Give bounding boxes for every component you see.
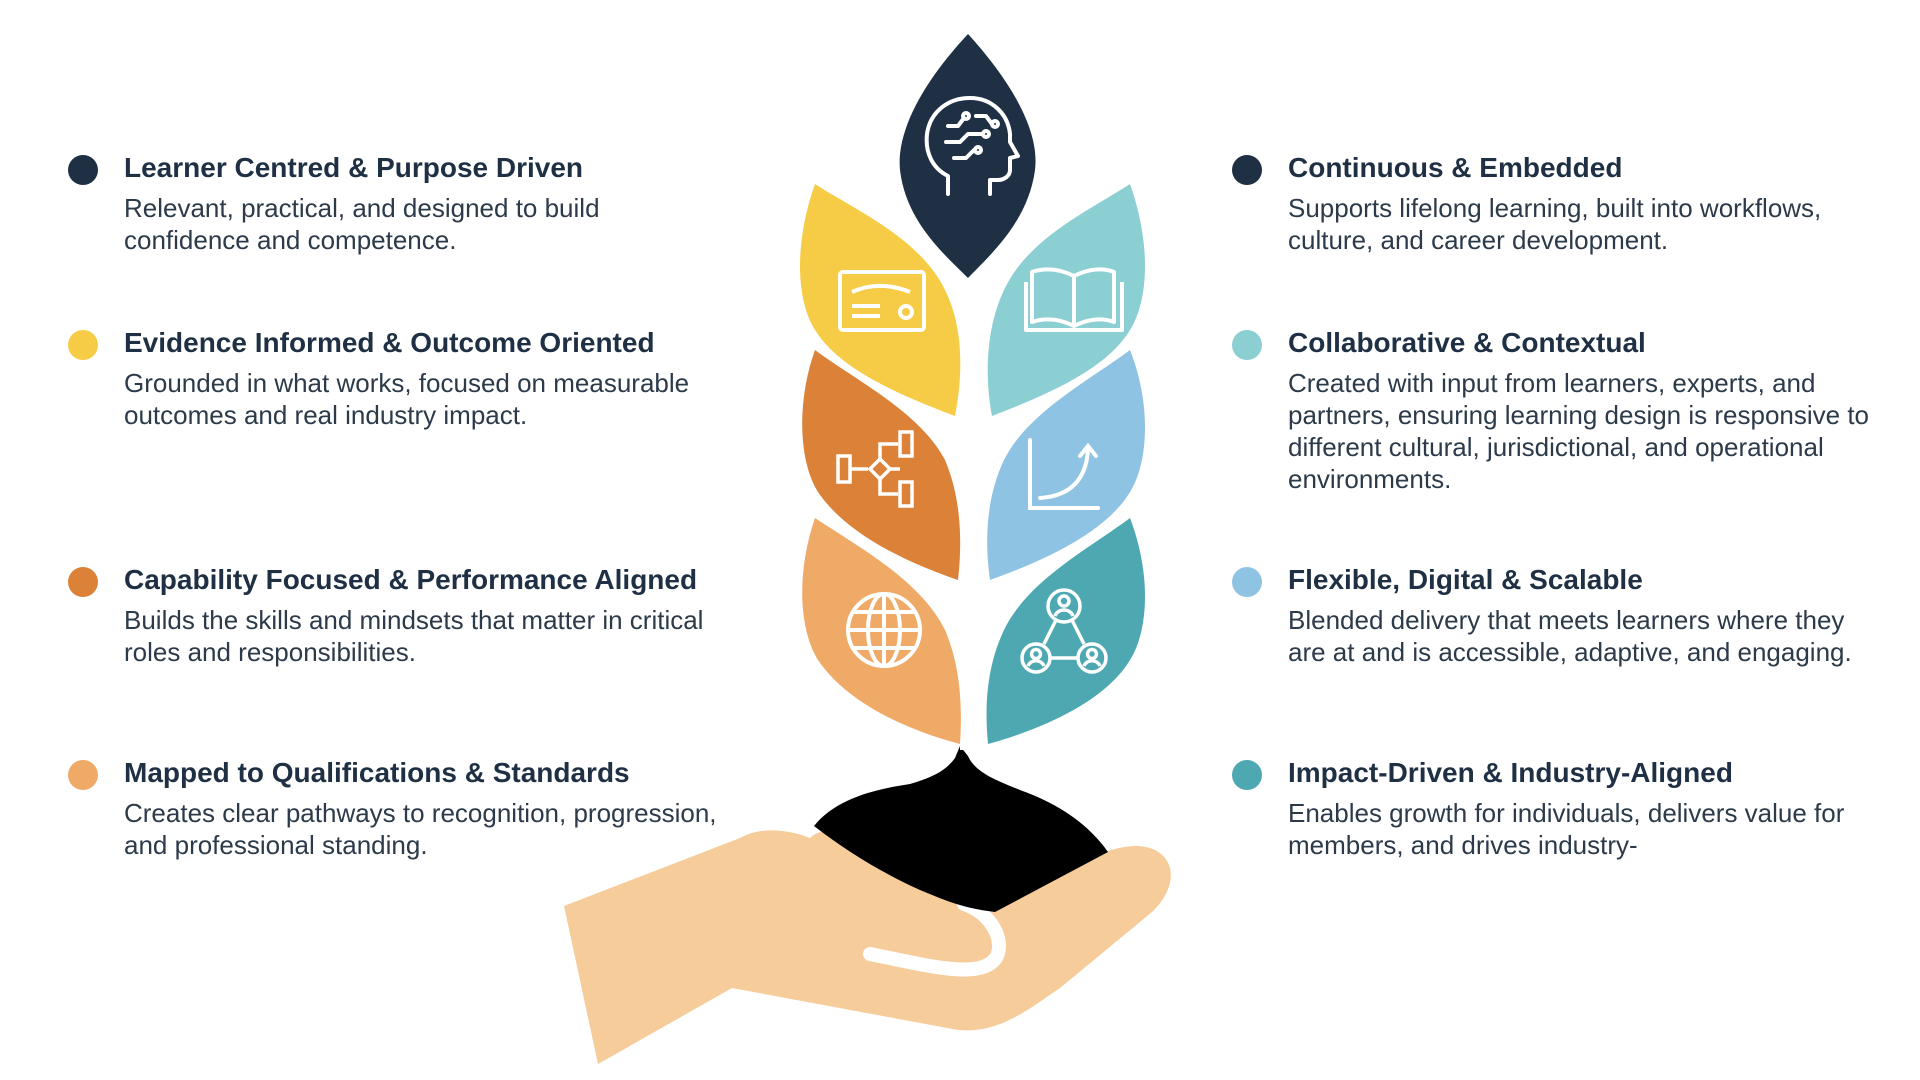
principle-description: Creates clear pathways to recognition, p… [124, 798, 717, 860]
leaf-shape [986, 518, 1145, 744]
certificate-icon [838, 270, 926, 332]
bullet-dot [1232, 760, 1262, 790]
flowchart-icon [836, 430, 914, 508]
principle-description: Created with input from learners, expert… [1288, 368, 1870, 494]
left-leaf-orange [802, 350, 961, 580]
hand-shape [564, 830, 1171, 1064]
bullet-dot [1232, 155, 1262, 185]
globe-icon [846, 592, 922, 668]
soil-mound [814, 746, 1108, 912]
principle-title: Impact-Driven & Industry-Aligned [1288, 757, 1733, 788]
leaf-shape [802, 350, 961, 580]
principle-title: Mapped to Qualifications & Standards [124, 757, 630, 788]
principle-description: Supports lifelong learning, built into w… [1288, 193, 1822, 255]
principle-description: Grounded in what works, focused on measu… [124, 368, 690, 430]
bullet-dot [68, 155, 98, 185]
right-leaf-sky-blue [987, 350, 1145, 580]
principle-description: Builds the skills and mindsets that matt… [124, 605, 704, 667]
network-people-icon [1020, 588, 1108, 674]
principle-title: Learner Centred & Purpose Driven [124, 152, 584, 183]
principle-description: Relevant, practical, and designed to bui… [124, 193, 600, 255]
left-leaf-light-orange [802, 518, 961, 744]
open-hand [564, 830, 1171, 1064]
principle-title: Collaborative & Contextual [1288, 327, 1646, 358]
bullet-dot [1232, 567, 1262, 597]
leaf-shape [987, 184, 1145, 416]
bullet-dot [68, 567, 98, 597]
brain-head-icon [924, 96, 1020, 196]
growth-chart-icon [1028, 438, 1100, 510]
principle-title: Evidence Informed & Outcome Oriented [124, 327, 655, 358]
principle-title: Flexible, Digital & Scalable [1288, 564, 1643, 595]
open-book-icon [1024, 267, 1124, 332]
hand-finger-line [863, 897, 1006, 977]
bullet-dot [68, 760, 98, 790]
bullet-dot [1232, 330, 1262, 360]
right-leaf-teal-light [987, 184, 1145, 416]
leaf-shape [987, 350, 1145, 580]
leaf-shape [800, 184, 961, 416]
top-leaf [899, 34, 1036, 278]
right-leaf-teal [986, 518, 1145, 744]
left-leaf-yellow [800, 184, 961, 416]
principle-description: Blended delivery that meets learners whe… [1288, 605, 1852, 667]
principle-description: Enables growth for individuals, delivers… [1288, 798, 1845, 860]
principle-title: Capability Focused & Performance Aligned [124, 564, 698, 595]
principle-title: Continuous & Embedded [1288, 152, 1623, 183]
bullet-dot [68, 330, 98, 360]
